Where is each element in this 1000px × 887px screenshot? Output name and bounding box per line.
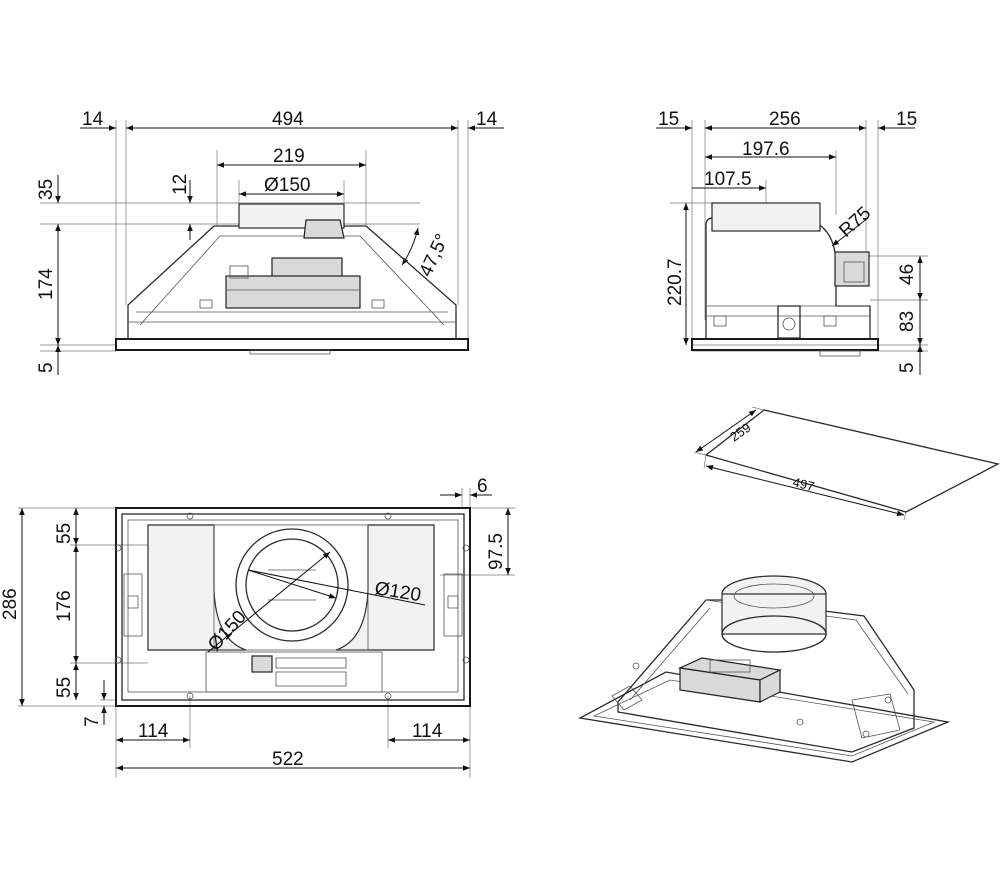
dim-outlet-offset: 12 bbox=[170, 174, 191, 195]
dim-side-total-height: 220.7 bbox=[665, 258, 686, 306]
dim-front-right-margin: 14 bbox=[476, 109, 498, 130]
dim-right-offset-bottom: 114 bbox=[412, 721, 443, 742]
dim-total-depth: 286 bbox=[0, 588, 21, 620]
dim-outlet-diameter: Ø150 bbox=[264, 175, 310, 196]
cutout-view: 259 497 bbox=[693, 406, 1000, 521]
dim-right-edge: 6 bbox=[477, 476, 488, 497]
dim-side-depth: 256 bbox=[769, 109, 801, 130]
dim-side-left-margin: 15 bbox=[658, 109, 679, 130]
isometric-view bbox=[577, 575, 951, 763]
dim-body-height: 174 bbox=[36, 268, 57, 300]
dim-cutout-width: 497 bbox=[791, 474, 816, 494]
dim-side-right-margin: 15 bbox=[896, 109, 917, 130]
dim-top-height: 35 bbox=[36, 179, 57, 200]
dim-outlet-width: 219 bbox=[273, 146, 305, 167]
dim-bottom-band: 55 bbox=[54, 677, 75, 698]
dim-total-width: 522 bbox=[272, 749, 304, 770]
dim-front-left-margin: 14 bbox=[82, 109, 104, 130]
side-view: 15 256 15 197.6 107.5 R75 220.7 46 83 5 bbox=[656, 109, 928, 375]
dim-left-offset: 114 bbox=[138, 721, 169, 742]
dim-top-band: 55 bbox=[54, 523, 75, 544]
dim-right-offset: 97.5 bbox=[486, 533, 507, 570]
dim-outlet-center-inner: 107.5 bbox=[704, 169, 752, 190]
dim-middle-band: 176 bbox=[54, 590, 75, 622]
dim-cutout-depth: 259 bbox=[727, 420, 753, 445]
bottom-view: 286 55 176 55 7 6 97.5 114 114 522 Ø150 … bbox=[0, 476, 515, 778]
dim-front-width: 494 bbox=[272, 109, 304, 130]
dim-radius: R75 bbox=[835, 203, 875, 242]
dim-angle: 47,5° bbox=[415, 231, 453, 280]
dim-side-base-height: 5 bbox=[897, 362, 918, 373]
dim-side-upper-height: 46 bbox=[897, 264, 918, 285]
front-view: 14 494 14 219 Ø150 12 35 174 5 47,5° bbox=[36, 109, 504, 375]
dim-bottom-offset: 7 bbox=[82, 716, 103, 727]
dim-base-height: 5 bbox=[36, 362, 57, 373]
dim-outlet-center-outer: 197.6 bbox=[742, 139, 790, 160]
dim-side-lower-height: 83 bbox=[897, 311, 918, 332]
